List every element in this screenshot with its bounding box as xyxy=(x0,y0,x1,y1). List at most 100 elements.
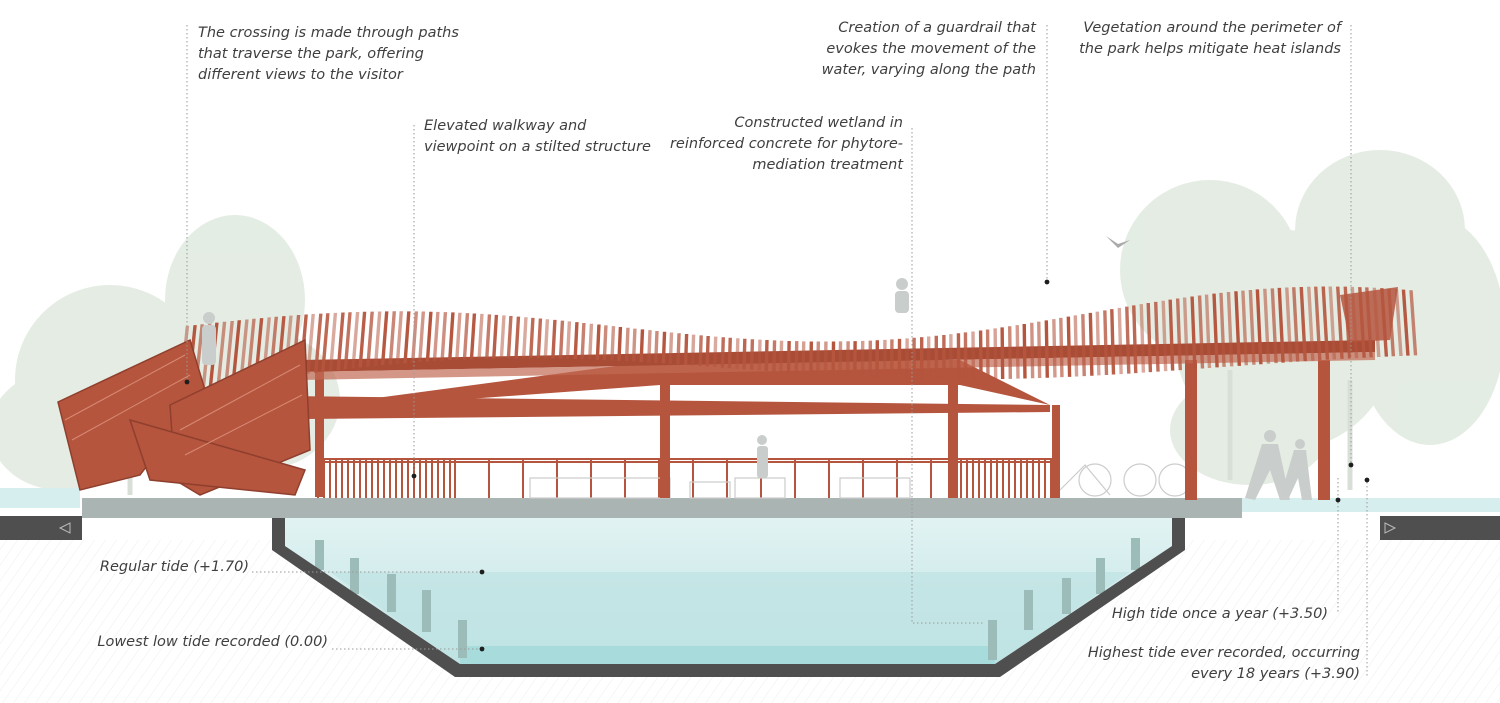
annotation-crossing: The crossing is made through paths that … xyxy=(198,23,459,86)
guardrail-slat xyxy=(1168,299,1175,371)
guardrail-slat xyxy=(328,312,338,371)
tide-label-lowest: Lowest low tide recorded (0.00) xyxy=(97,632,328,653)
guardrail-slat xyxy=(224,321,234,386)
annotation-wetland: Constructed wetland in reinforced concre… xyxy=(670,113,903,176)
leader-dots xyxy=(184,279,1370,652)
guardrail-slat xyxy=(801,341,806,374)
guardrail-slat xyxy=(934,335,939,380)
guardrail-slat xyxy=(1095,311,1101,376)
guardrail-slat xyxy=(462,313,470,360)
guardrail-slat xyxy=(565,321,572,359)
guardrail-slat xyxy=(306,314,315,374)
guardrail-slat xyxy=(1328,286,1337,360)
park-deck xyxy=(82,498,1242,518)
sea-left xyxy=(0,488,80,508)
guardrail-slat xyxy=(514,316,521,359)
guardrail-slat xyxy=(816,341,821,375)
level-marker-left xyxy=(58,522,71,534)
guardrail-slat xyxy=(388,311,396,365)
annotation-line: different views to the visitor xyxy=(198,67,403,83)
tide-label-regular: Regular tide (+1.70) xyxy=(100,557,249,578)
guardrail-slat xyxy=(418,311,426,363)
guardrail-slat xyxy=(920,337,924,379)
guardrail-slat xyxy=(624,327,630,362)
lowest-tide-band xyxy=(460,646,995,664)
people-silhouettes xyxy=(202,278,1312,500)
guardrail-slat xyxy=(343,312,352,370)
guardrail-slat xyxy=(1175,298,1182,371)
guardrail-slat xyxy=(1299,286,1307,362)
guardrail-slat xyxy=(580,322,586,360)
guardrail-slat xyxy=(1044,320,1049,378)
guardrail-slat xyxy=(1073,315,1079,377)
guardrail-slat xyxy=(366,311,374,367)
bird-silhouette xyxy=(1106,236,1130,248)
guardrail-slat xyxy=(868,340,873,378)
guardrail-slat xyxy=(588,323,594,360)
regular-tide-water xyxy=(330,572,1130,664)
guardrail-slat xyxy=(963,332,968,380)
annotation-guardrail: Creation of a guardrail that evokes the … xyxy=(822,18,1036,81)
guardrail-slat xyxy=(661,331,667,364)
tide-label-text: every 18 years (+3.90) xyxy=(1191,666,1360,682)
guardrail-slat xyxy=(1117,307,1123,375)
guardrail-slat xyxy=(425,311,433,362)
annotation-line: Constructed wetland in xyxy=(734,115,903,131)
level-marker-right xyxy=(1384,522,1397,534)
guardrail-slat xyxy=(846,341,850,377)
guardrail-slat xyxy=(455,312,462,360)
guardrail-slat xyxy=(536,318,543,359)
guardrail-slat xyxy=(469,313,477,360)
tide-label-text: Lowest low tide recorded (0.00) xyxy=(97,634,328,650)
guardrail-slat xyxy=(231,320,242,385)
guardrail-slat xyxy=(477,313,484,359)
guardrail-slat xyxy=(448,312,455,361)
guardrail-slat xyxy=(949,334,953,380)
guardrail-slat xyxy=(749,339,755,370)
guardrail-slat xyxy=(1219,292,1226,367)
guardrail-slat xyxy=(373,311,382,366)
guardrail-slat xyxy=(727,337,732,369)
guardrail-slat xyxy=(1248,289,1256,365)
guardrail-slat xyxy=(1081,314,1086,377)
guardrail-slat xyxy=(971,331,976,380)
guardrail-slat xyxy=(838,341,843,376)
guardrail-slat xyxy=(668,332,674,364)
guardrail-slat xyxy=(1263,288,1271,364)
guardrail-slat xyxy=(602,325,608,361)
guardrail-slat xyxy=(875,340,880,378)
guardrail-slat xyxy=(1255,289,1263,365)
guardrail-slat xyxy=(1307,286,1315,361)
guardrail-slat xyxy=(1197,295,1205,369)
guardrail-slat xyxy=(1226,292,1234,367)
tide-label-text: Highest tide ever recorded, occurring xyxy=(1087,645,1360,661)
guardrail-slat xyxy=(890,339,894,379)
guardrail-slat xyxy=(1154,301,1160,372)
guardrail-slat xyxy=(595,324,601,360)
guardrail-slat xyxy=(912,337,916,379)
guardrail-slat xyxy=(411,311,419,363)
annotation-line: the park helps mitigate heat islands xyxy=(1079,41,1341,57)
guardrail-slat xyxy=(1037,321,1042,379)
annotation-line: Vegetation around the perimeter of xyxy=(1083,20,1341,36)
guardrail-slat xyxy=(528,317,535,359)
guardrail-slat xyxy=(1052,319,1057,378)
deck-furniture xyxy=(529,463,1192,499)
guardrail-slat xyxy=(720,337,725,368)
guardrail-slat xyxy=(831,341,836,376)
guardrail-slat xyxy=(1088,312,1094,376)
guardrail-slat xyxy=(1030,322,1035,379)
annotation-line: The crossing is made through paths xyxy=(198,25,459,41)
canopy-structure xyxy=(200,360,1330,500)
guardrail-slat xyxy=(1066,316,1072,377)
guardrail-slat xyxy=(905,338,909,379)
guardrail-slat xyxy=(336,312,345,371)
guardrail-slat xyxy=(1015,325,1020,379)
annotation-line: evokes the movement of the xyxy=(826,41,1036,57)
guardrail-slat xyxy=(321,313,330,372)
guardrail-slat xyxy=(440,312,448,361)
guardrail-slat xyxy=(358,311,367,368)
guardrail-slat xyxy=(1336,286,1344,359)
